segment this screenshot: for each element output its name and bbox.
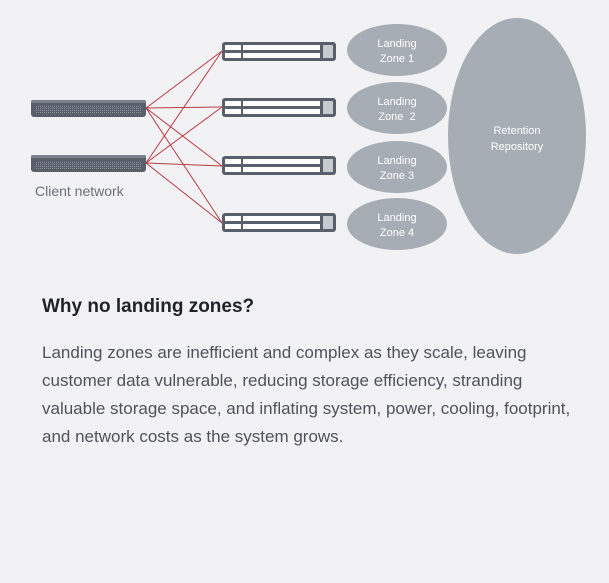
landing-zone-2 (347, 82, 447, 134)
landing-server (222, 42, 336, 61)
connection-line (145, 50, 223, 109)
zone-1-label-line1: Landing (377, 38, 416, 50)
zone-2-label-line1: Landing (377, 96, 416, 108)
client-server (31, 100, 146, 117)
landing-zone-1 (347, 24, 447, 76)
zone-3-label-line2: Zone 3 (380, 170, 414, 182)
repository-label-line1: Retention (493, 125, 540, 137)
landing-zone-diagram: Client network Retention Repository (31, 18, 586, 254)
zone-4-label-line2: Zone 4 (380, 227, 414, 239)
section-body: Landing zones are inefficient and comple… (42, 343, 571, 446)
connection-line (145, 107, 223, 224)
connection-line (145, 106, 223, 164)
zone-4-label-line1: Landing (377, 212, 416, 224)
client-server (31, 155, 146, 172)
connection-line (145, 50, 223, 164)
retention-repository (448, 18, 586, 254)
connection-line (145, 107, 223, 167)
section-heading: Why no landing zones? (42, 296, 255, 317)
connection-line (145, 162, 223, 167)
landing-server (222, 98, 336, 117)
landing-server (222, 156, 336, 175)
landing-zone-4 (347, 198, 447, 250)
zone-1-label-line2: Zone 1 (380, 53, 414, 65)
zone-2-label-line2: Zone 2 (378, 111, 415, 123)
repository-label-line2: Repository (491, 141, 544, 153)
client-network-label: Client network (35, 183, 125, 199)
landing-zone-3 (347, 141, 447, 193)
landing-server (222, 213, 336, 232)
connection-lines (145, 50, 223, 224)
connection-line (145, 162, 223, 224)
zone-3-label-line1: Landing (377, 155, 416, 167)
